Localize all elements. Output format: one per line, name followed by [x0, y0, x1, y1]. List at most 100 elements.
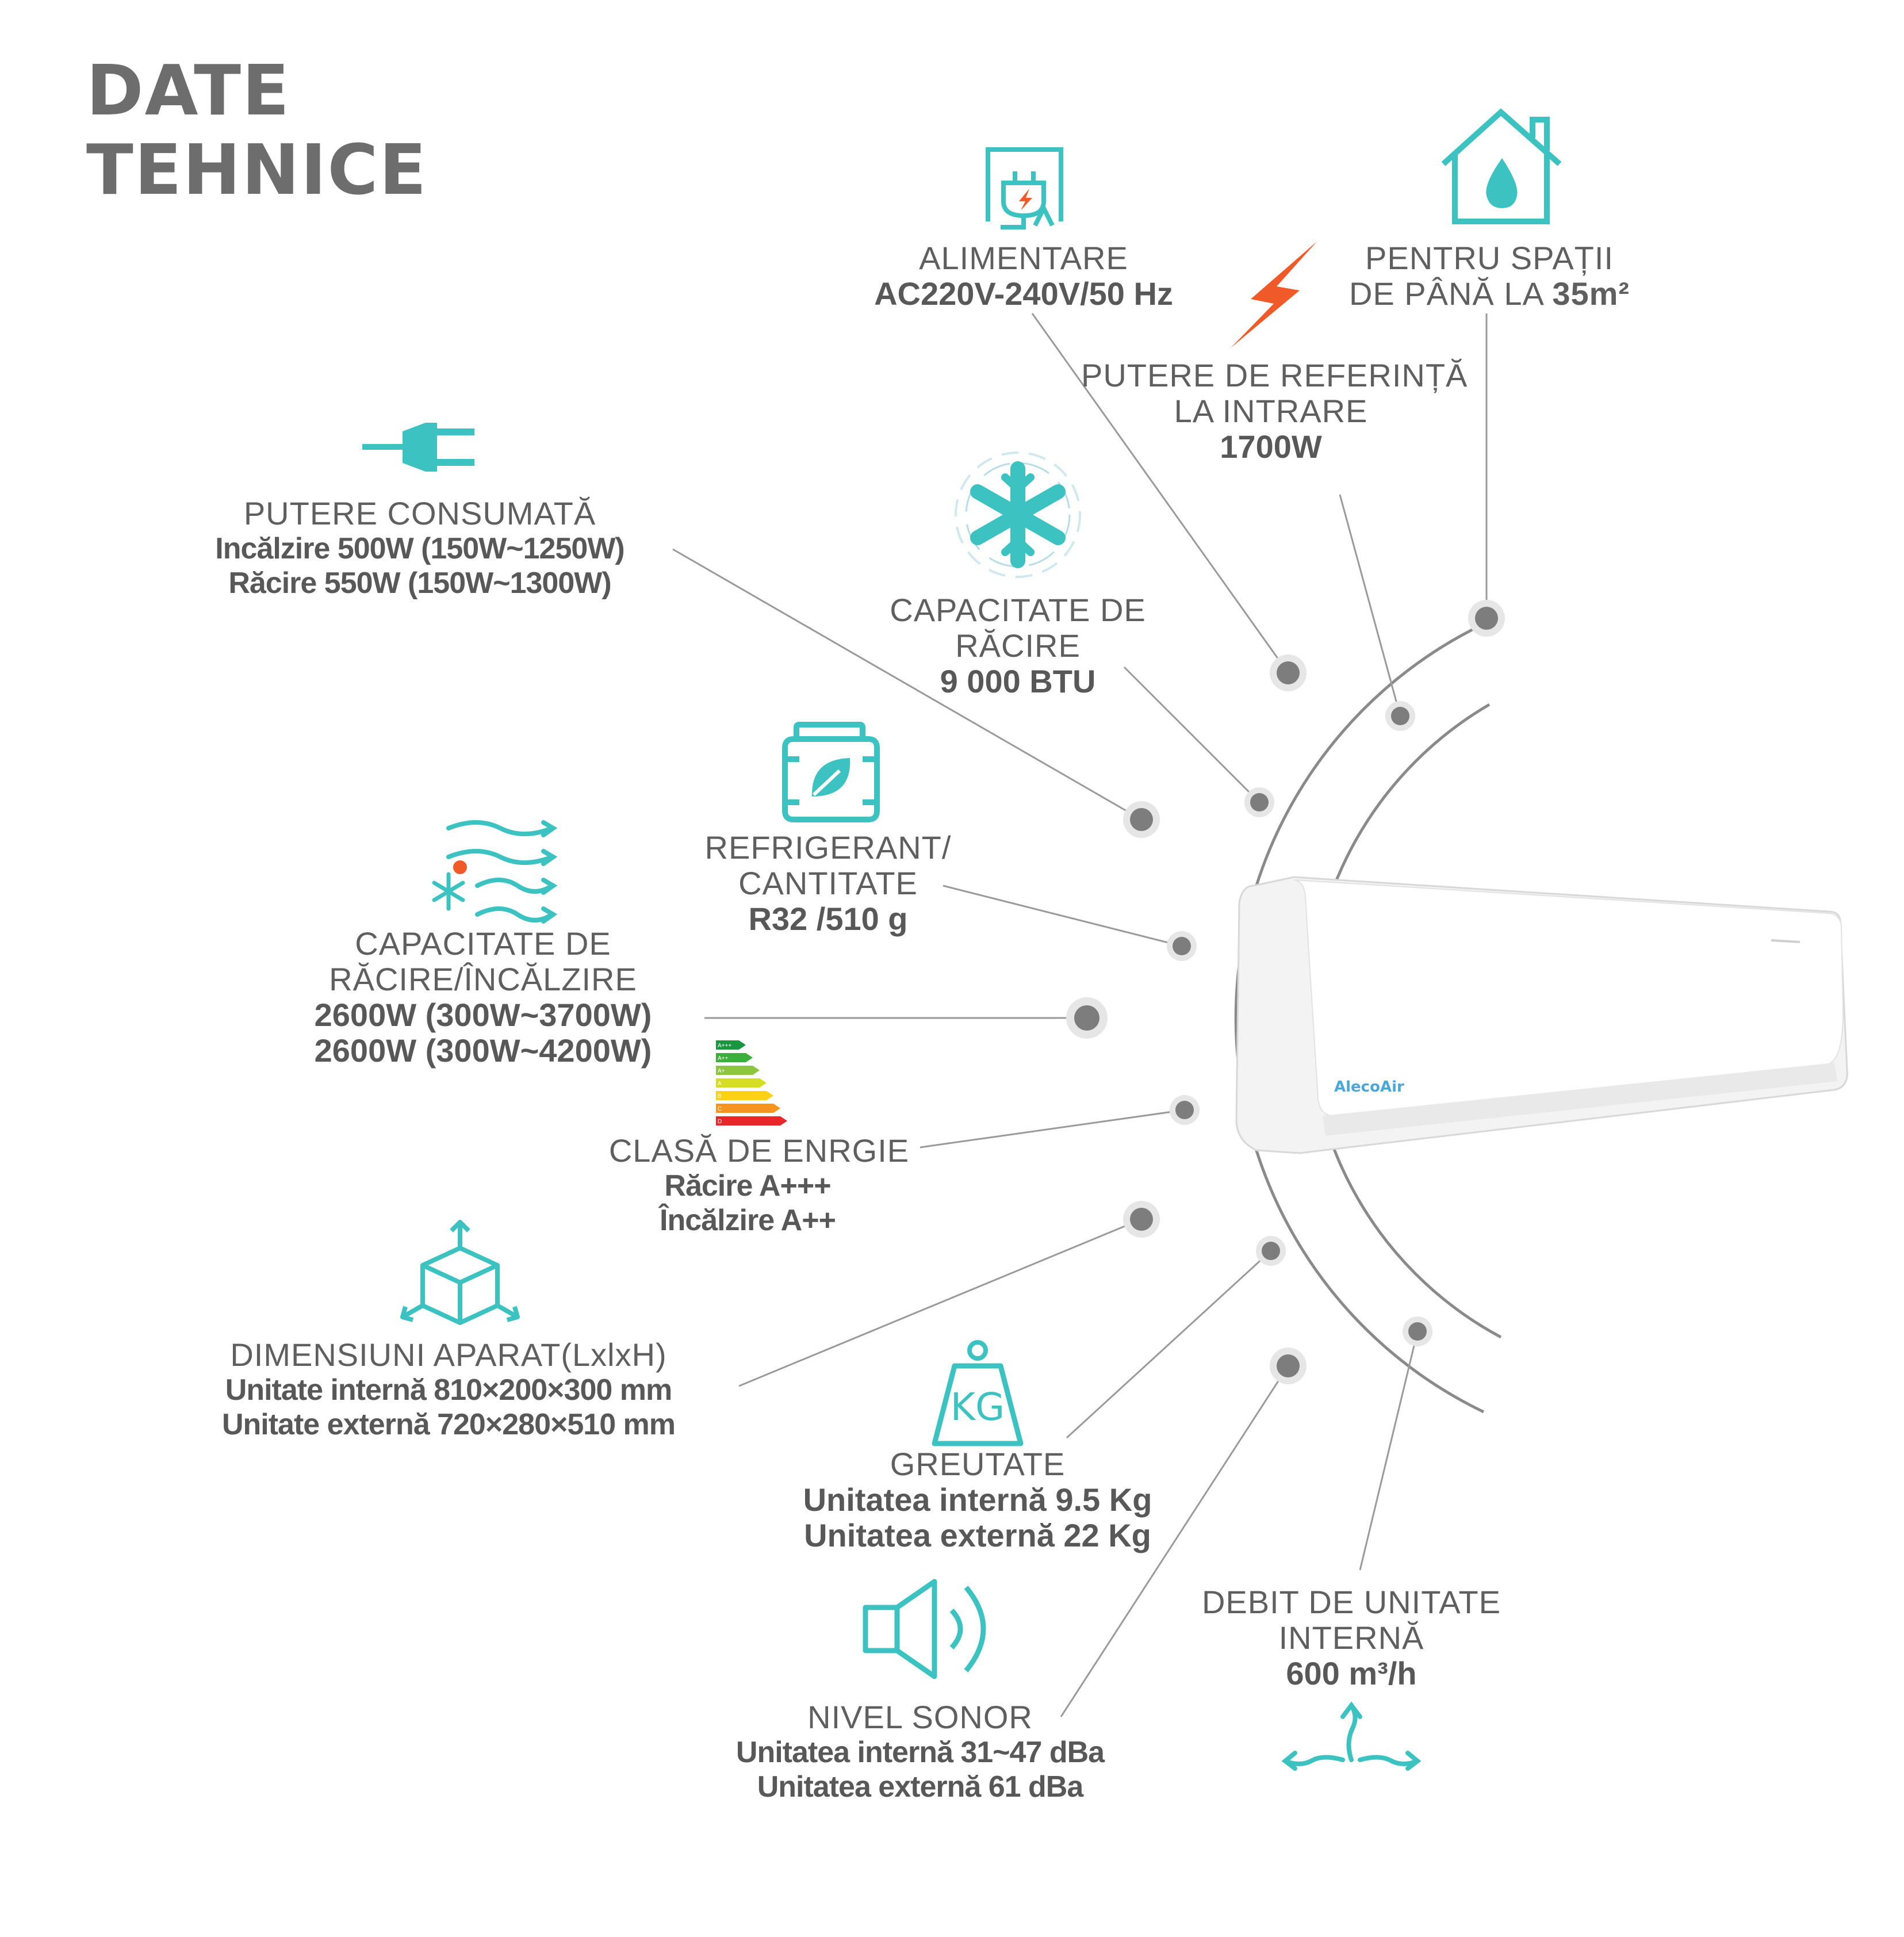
- page-title-line2: TEHNICE: [86, 131, 428, 210]
- dot-nivel-sonor: [1277, 1354, 1300, 1377]
- greutate-label: GREUTATE: [890, 1446, 1066, 1482]
- alimentare-label: ALIMENTARE: [919, 240, 1128, 276]
- greutate-line1: Unitatea internă 9.5 Kg: [803, 1482, 1152, 1518]
- greutate-line2: Unitatea externă 22 Kg: [804, 1517, 1151, 1553]
- spec-refrigerant: REFRIGERANT/ CANTITATE R32 /510 g: [679, 830, 978, 937]
- energy-bar-label: B: [718, 1093, 722, 1100]
- dot-capacitate-ri: [1074, 1005, 1100, 1031]
- power-plug-socket-icon: [986, 147, 1063, 229]
- dot-spatii: [1475, 607, 1498, 630]
- spec-nivel-sonor: NIVEL SONOR Unitatea internă 31~47 dBa U…: [713, 1699, 1127, 1804]
- outer-arc: [1234, 622, 1485, 1414]
- clasa-energie-line1: Răcire A+++: [664, 1169, 831, 1203]
- debit-value: 600 m³/h: [1286, 1655, 1417, 1691]
- spec-clasa-energie: CLASĂ DE ENRGIE Răcire A+++ Încălzire A+…: [598, 1133, 920, 1238]
- refrigerant-label2: CANTITATE: [738, 865, 918, 901]
- clasa-energie-label: CLASĂ DE ENRGIE: [608, 1132, 910, 1169]
- line-nivel-sonor: [1060, 1365, 1289, 1717]
- dot-refrigerant: [1173, 937, 1191, 955]
- putere-consumata-label: PUTERE CONSUMATĂ: [243, 495, 596, 531]
- dot-capacitate-racire: [1250, 793, 1269, 811]
- alimentare-value: AC220V-240V/50 Hz: [874, 275, 1173, 312]
- spec-alimentare: ALIMENTARE AC220V-240V/50 Hz: [851, 240, 1196, 312]
- refrigerant-label1: REFRIGERANT/: [704, 829, 952, 866]
- energy-bar-label: D: [718, 1119, 722, 1125]
- power-plug-icon: [362, 423, 474, 472]
- line-dimensiuni: [738, 1218, 1142, 1387]
- snowflake-icon: [955, 451, 1081, 578]
- spatii-label: PENTRU SPAȚII: [1365, 240, 1614, 276]
- weight-kg-icon: [932, 1340, 1024, 1446]
- dimensiuni-line2: Unitate externă 720×280×510 mm: [221, 1408, 676, 1441]
- capacitate-ri-label1: CAPACITATE DE: [355, 925, 611, 962]
- house-water-drop-icon: [1441, 108, 1562, 224]
- refrigerant-value: R32 /510 g: [748, 901, 908, 937]
- capacitate-ri-line2: 2600W (300W~4200W): [314, 1032, 652, 1069]
- energy-bar-label: A+++: [718, 1043, 731, 1049]
- nivel-sonor-label: NIVEL SONOR: [807, 1699, 1033, 1735]
- energy-bar: [716, 1053, 753, 1062]
- energy-bar: [716, 1091, 773, 1100]
- spatii-value: 35m²: [1552, 275, 1630, 312]
- putere-ref-label1: PUTERE DE REFERINȚĂ: [1081, 357, 1468, 393]
- putere-ref-label2: LA INTRARE: [1174, 393, 1368, 429]
- capacitate-racire-value: 9 000 BTU: [940, 663, 1096, 699]
- dot-clasa-energie: [1175, 1101, 1194, 1119]
- spec-greutate: GREUTATE Unitatea internă 9.5 Kg Unitate…: [771, 1446, 1185, 1553]
- line-clasa-energie: [920, 1109, 1185, 1149]
- capacitate-ri-label2: RĂCIRE/ÎNCĂLZIRE: [329, 961, 637, 997]
- putere-consumata-line2: Răcire 550W (150W~1300W): [228, 566, 611, 600]
- spatii-value-prefix: DE PÂNĂ LA: [1348, 275, 1553, 312]
- brand-logo: AlecoAir: [1334, 1078, 1404, 1096]
- energy-bar-label: A++: [718, 1055, 729, 1062]
- energy-bar: [716, 1066, 760, 1075]
- putere-ref-value: 1700W: [1220, 428, 1322, 465]
- airflow-snowflake-icon: [446, 820, 558, 924]
- dot-dimensiuni: [1130, 1208, 1153, 1231]
- spec-putere-consumata: PUTERE CONSUMATĂ Incălzire 500W (150W~12…: [190, 496, 650, 600]
- capacitate-racire-label2: RĂCIRE: [955, 627, 1081, 664]
- spec-debit: DEBIT DE UNITATE INTERNĂ 600 m³/h: [1190, 1584, 1512, 1691]
- dot-alimentare: [1277, 661, 1300, 684]
- nivel-sonor-line1: Unitatea internă 31~47 dBa: [735, 1736, 1105, 1769]
- line-greutate: [1066, 1250, 1272, 1439]
- debit-label2: INTERNĂ: [1278, 1620, 1424, 1656]
- line-capacitate-racire: [1123, 666, 1261, 803]
- line-putere-ref: [1339, 494, 1401, 717]
- dot-greutate: [1262, 1242, 1280, 1260]
- putere-consumata-line1: Incălzire 500W (150W~1250W): [215, 532, 625, 565]
- line-debit: [1359, 1331, 1419, 1571]
- energy-bar-label: A+: [718, 1068, 725, 1074]
- air-conditioner-unit: [1235, 876, 1848, 1154]
- dimensiuni-line1: Unitate internă 810×200×300 mm: [225, 1373, 672, 1407]
- clasa-energie-line2: Încălzire A++: [660, 1204, 836, 1237]
- dimensiuni-label: DIMENSIUNI APARAT(LxlxH): [230, 1337, 667, 1373]
- energy-bar: [716, 1078, 767, 1088]
- energy-bar: [716, 1040, 746, 1050]
- line-putere-consumata: [672, 548, 1142, 821]
- dot-debit: [1408, 1322, 1427, 1341]
- line-refrigerant: [943, 885, 1182, 947]
- spec-putere-referinta: PUTERE DE REFERINȚĂ LA INTRARE 1700W: [1081, 357, 1468, 465]
- spec-spatii: PENTRU SPAȚII DE PÂNĂ LA 35m²: [1340, 240, 1639, 312]
- spec-capacitate-racire: CAPACITATE DE RĂCIRE 9 000 BTU: [851, 592, 1185, 699]
- airflow-directions-icon: [1281, 1701, 1422, 1771]
- dot-putere-consumata: [1130, 808, 1153, 831]
- capacitate-racire-label1: CAPACITATE DE: [890, 592, 1146, 628]
- box-dimensions-icon: [400, 1220, 520, 1325]
- page-title-line1: DATE: [86, 51, 290, 131]
- debit-label1: DEBIT DE UNITATE: [1201, 1584, 1501, 1620]
- weight-kg-text: KG: [950, 1385, 1005, 1429]
- speaker-icon: [863, 1579, 986, 1679]
- energy-bar: [716, 1104, 780, 1113]
- nivel-sonor-line2: Unitatea externă 61 dBa: [757, 1770, 1084, 1804]
- energy-bar: [716, 1116, 787, 1126]
- page-title: DATE TEHNICE: [86, 52, 427, 210]
- energy-bar-label: C: [718, 1106, 722, 1112]
- dot-putere-ref: [1391, 707, 1409, 725]
- line-alimentare: [1031, 313, 1289, 673]
- capacitate-ri-line1: 2600W (300W~3700W): [314, 997, 652, 1033]
- lightning-bolt-icon: [1231, 242, 1317, 348]
